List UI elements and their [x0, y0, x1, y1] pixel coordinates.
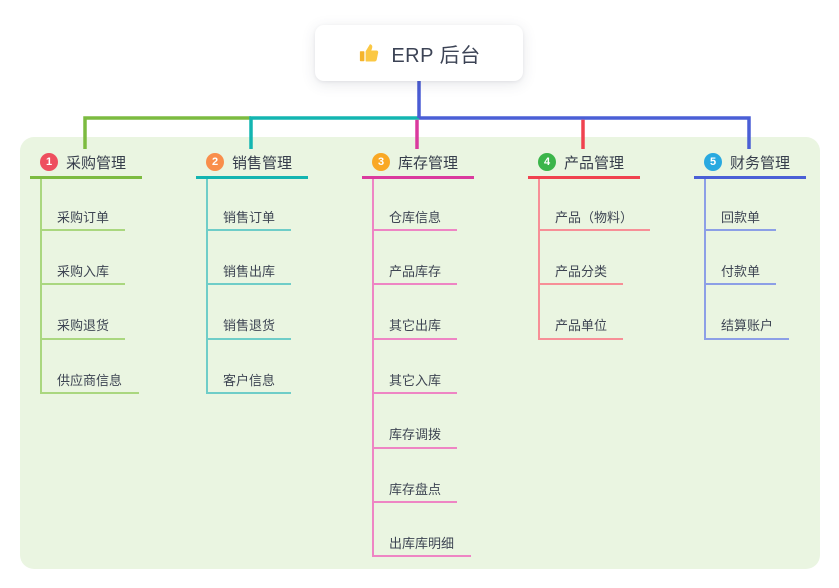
child-node-回款单[interactable]: 回款单	[721, 210, 761, 225]
connector-branch-2	[249, 116, 419, 149]
child-node-采购退货[interactable]: 采购退货	[57, 318, 110, 333]
branch-label: 销售管理	[232, 154, 293, 172]
branch-child-trunk	[704, 179, 706, 340]
branch-child-trunk	[40, 179, 42, 394]
child-node-销售订单[interactable]: 销售订单	[223, 210, 276, 225]
branch-underline	[362, 176, 474, 179]
branch-child-trunk	[206, 179, 208, 394]
child-underline	[372, 283, 457, 285]
child-underline	[538, 283, 623, 285]
child-node-销售出库[interactable]: 销售出库	[223, 264, 276, 279]
branch-label: 库存管理	[398, 154, 459, 172]
child-node-其它入库[interactable]: 其它入库	[389, 373, 442, 388]
child-underline	[704, 338, 789, 340]
connector-branch-1	[83, 116, 251, 149]
child-node-其它出库[interactable]: 其它出库	[389, 318, 442, 333]
branch-underline	[196, 176, 308, 179]
branch-number-badge: 1	[40, 153, 58, 171]
child-underline	[372, 447, 457, 449]
thumbs-up-icon	[357, 41, 381, 65]
child-node-产品（物料）[interactable]: 产品（物料）	[555, 210, 634, 225]
child-underline	[538, 338, 623, 340]
child-underline	[704, 283, 776, 285]
branch-label: 采购管理	[66, 154, 127, 172]
child-underline	[40, 283, 125, 285]
child-underline	[372, 555, 471, 557]
child-node-采购入库[interactable]: 采购入库	[57, 264, 110, 279]
child-underline	[40, 229, 125, 231]
child-underline	[206, 338, 291, 340]
child-node-产品分类[interactable]: 产品分类	[555, 264, 608, 279]
branch-label: 产品管理	[564, 154, 625, 172]
branch-node-采购管理[interactable]: 1 采购管理	[40, 152, 126, 172]
child-node-库存盘点[interactable]: 库存盘点	[389, 482, 442, 497]
branch-number-badge: 3	[372, 153, 390, 171]
branch-label: 财务管理	[730, 154, 791, 172]
child-node-产品库存[interactable]: 产品库存	[389, 264, 442, 279]
child-node-产品单位[interactable]: 产品单位	[555, 318, 608, 333]
child-underline	[206, 392, 291, 394]
child-underline	[40, 338, 125, 340]
branch-child-trunk	[372, 179, 374, 557]
child-node-付款单[interactable]: 付款单	[721, 264, 761, 279]
root-node[interactable]: ERP 后台	[315, 25, 523, 81]
child-underline	[372, 229, 457, 231]
branches-panel	[20, 137, 820, 569]
child-underline	[40, 392, 139, 394]
child-node-销售退货[interactable]: 销售退货	[223, 318, 276, 333]
child-node-供应商信息[interactable]: 供应商信息	[57, 373, 123, 388]
root-node-title: ERP 后台	[391, 44, 481, 67]
child-node-出库库明细[interactable]: 出库库明细	[389, 536, 455, 551]
branch-node-库存管理[interactable]: 3 库存管理	[372, 152, 458, 172]
branch-number-badge: 2	[206, 153, 224, 171]
child-node-库存调拨[interactable]: 库存调拨	[389, 427, 442, 442]
child-node-仓库信息[interactable]: 仓库信息	[389, 210, 442, 225]
branch-child-trunk	[538, 179, 540, 340]
branch-node-财务管理[interactable]: 5 财务管理	[704, 152, 790, 172]
child-underline	[206, 283, 291, 285]
child-underline	[206, 229, 291, 231]
child-node-采购订单[interactable]: 采购订单	[57, 210, 110, 225]
child-underline	[538, 229, 650, 231]
child-underline	[372, 338, 457, 340]
child-node-客户信息[interactable]: 客户信息	[223, 373, 276, 388]
branch-underline	[694, 176, 806, 179]
child-underline	[704, 229, 776, 231]
child-underline	[372, 501, 457, 503]
branch-node-产品管理[interactable]: 4 产品管理	[538, 152, 624, 172]
connector-branch-5	[419, 116, 751, 149]
branch-underline	[528, 176, 640, 179]
branch-number-badge: 5	[704, 153, 722, 171]
branch-underline	[30, 176, 142, 179]
branch-number-badge: 4	[538, 153, 556, 171]
child-node-结算账户[interactable]: 结算账户	[721, 318, 774, 333]
branch-node-销售管理[interactable]: 2 销售管理	[206, 152, 292, 172]
child-underline	[372, 392, 457, 394]
